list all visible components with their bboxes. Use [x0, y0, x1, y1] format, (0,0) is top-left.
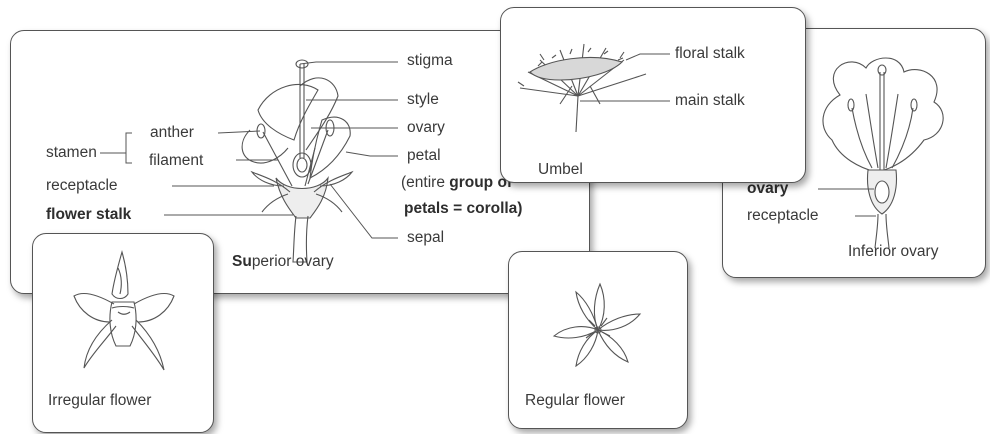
regular-flower-caption: Regular flower: [525, 392, 625, 410]
